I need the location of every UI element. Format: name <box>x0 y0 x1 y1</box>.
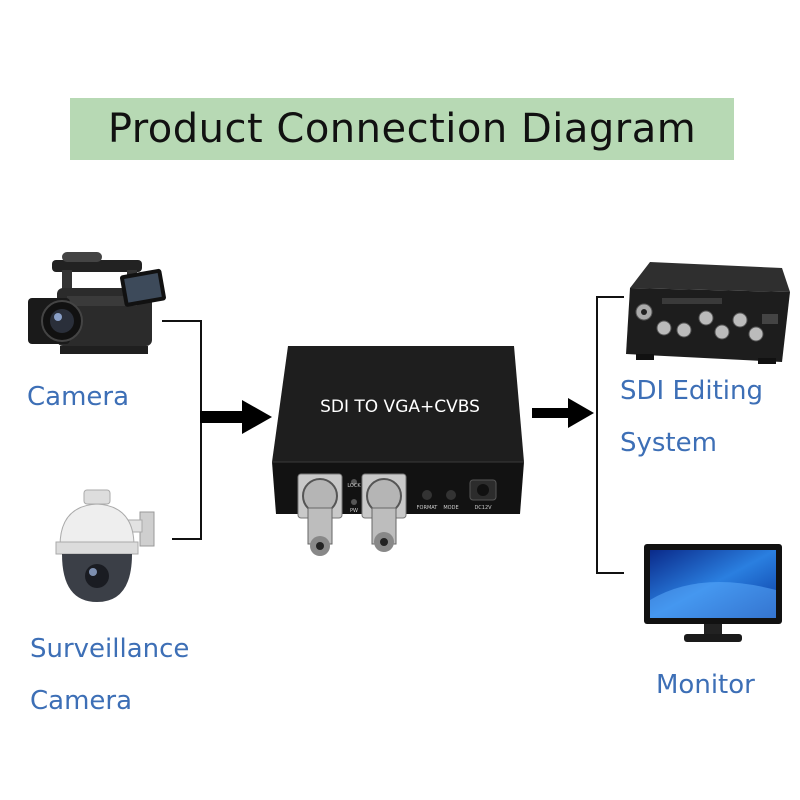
input-wire-vertical <box>200 320 202 540</box>
port-lock-label: LOCK <box>347 483 361 489</box>
monitor-icon <box>644 544 782 642</box>
device-label: SDI TO VGA+CVBS <box>320 397 480 417</box>
sdi-converter-device: SDI TO VGA+CVBS LOCK PW FORMAT MODE DC12… <box>272 346 524 556</box>
monitor-label: Monitor <box>656 670 755 700</box>
camera-label: Camera <box>27 382 130 412</box>
port-pw-label: PW <box>350 508 358 514</box>
surveillance-label-line2: Camera <box>30 686 133 716</box>
port-mode-label: MODE <box>443 505 458 511</box>
port-format-label: FORMAT <box>417 505 439 511</box>
port-dc-label: DC12V <box>474 505 492 511</box>
editing-label-line2: System <box>620 428 717 458</box>
editing-label-line1: SDI Editing <box>620 376 764 406</box>
input-arrow-icon <box>200 400 272 434</box>
surveillance-wire-horizontal <box>172 538 202 540</box>
camcorder-icon <box>28 252 166 354</box>
surveillance-camera-icon <box>55 489 155 602</box>
editing-wire-horizontal <box>596 296 624 298</box>
output-wire-vertical <box>596 296 598 574</box>
camera-wire-horizontal <box>162 320 202 322</box>
surveillance-label-line1: Surveillance <box>30 634 190 664</box>
editing-system-icon <box>626 262 790 364</box>
output-arrow-icon <box>532 398 594 428</box>
diagram-title: Product Connection Diagram <box>107 106 697 152</box>
diagram-title-box: Product Connection Diagram <box>70 98 734 160</box>
monitor-wire-horizontal <box>596 572 624 574</box>
